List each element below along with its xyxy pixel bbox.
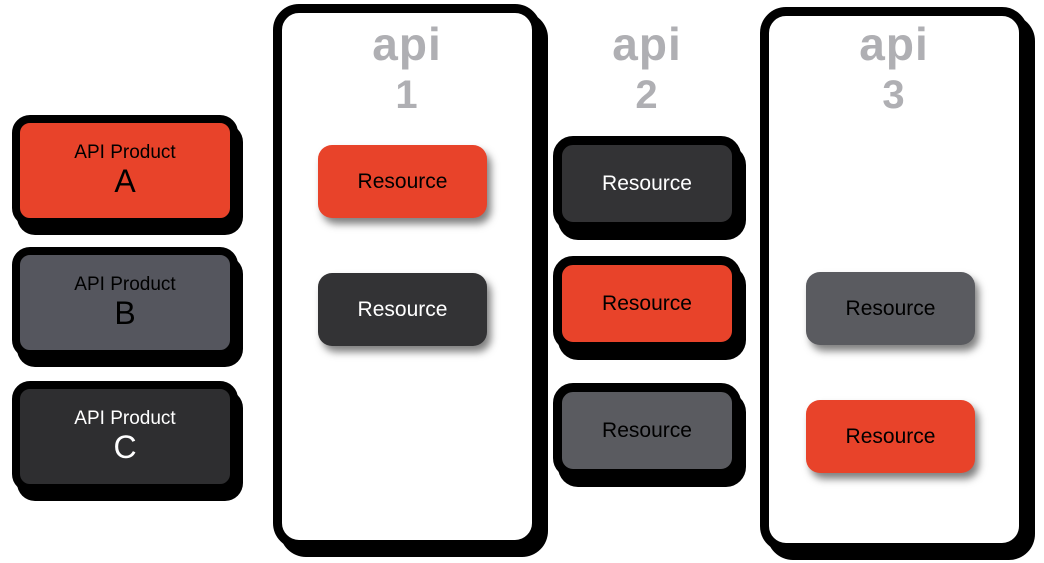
- api-3-resource-1: Resource: [806, 272, 975, 345]
- api-product-c-name: API Product: [74, 407, 176, 429]
- api-1-resource-2: Resource: [318, 273, 487, 346]
- api-2-resource-3: Resource: [553, 383, 741, 478]
- api-2-resource-1-label: Resource: [602, 171, 692, 195]
- api-product-c-box: API Product C: [12, 381, 238, 492]
- api-3-resource-2-label: Resource: [845, 424, 936, 448]
- api-product-b-letter: B: [114, 294, 136, 331]
- api-3-resource-2: Resource: [806, 400, 975, 473]
- api-1-resource-2-label: Resource: [357, 297, 448, 321]
- api-1-label-word: api: [372, 18, 442, 70]
- api-3-label: api 3: [760, 18, 1028, 118]
- api-1-label-number: 1: [395, 73, 419, 118]
- api-2-resource-2-label: Resource: [602, 291, 692, 315]
- api-2-label-word: api: [612, 18, 682, 70]
- api-product-a-box: API Product A: [12, 115, 238, 226]
- api-2-label-number: 2: [635, 73, 659, 118]
- api-3-label-number: 3: [882, 73, 906, 118]
- api-2-label: api 2: [553, 18, 741, 118]
- api-2-resource-3-label: Resource: [602, 418, 692, 442]
- api-2-resource-2: Resource: [553, 256, 741, 351]
- api-3-resource-1-label: Resource: [845, 296, 936, 320]
- api-1-label: api 1: [273, 18, 541, 118]
- api-product-b-name: API Product: [74, 273, 176, 295]
- api-2-resource-1: Resource: [553, 136, 741, 231]
- api-product-c-letter: C: [113, 428, 137, 465]
- api-3-label-word: api: [859, 18, 929, 70]
- api-product-b-box: API Product B: [12, 247, 238, 358]
- api-1-resource-1-label: Resource: [357, 169, 448, 193]
- api-1-resource-1: Resource: [318, 145, 487, 218]
- api-product-a-letter: A: [114, 162, 136, 199]
- api-product-a-name: API Product: [74, 141, 176, 163]
